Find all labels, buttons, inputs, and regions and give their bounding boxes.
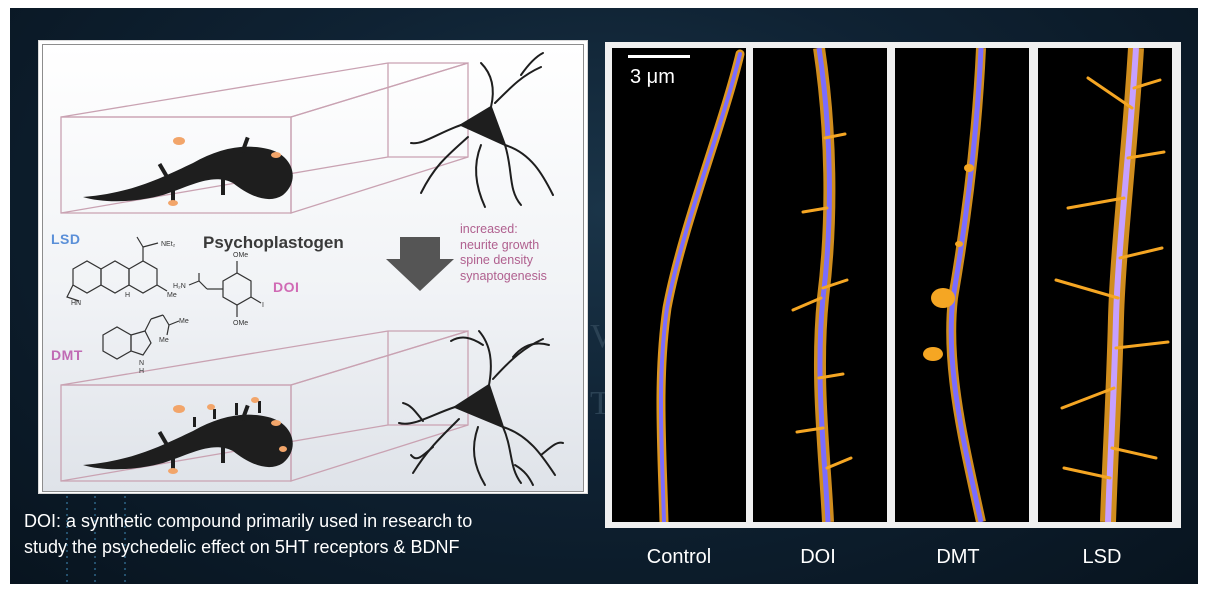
dendrite-image-lsd (1038, 48, 1172, 522)
dendrite-dmt-svg (895, 48, 1029, 522)
dendrite-control-svg (612, 48, 746, 522)
dmt-me-label: Me (159, 337, 169, 344)
dmt-nh-label: N (139, 360, 144, 367)
effects-line: neurite growth (460, 238, 547, 254)
dmt-label: DMT (51, 347, 83, 363)
lsd-nh-label: HN (71, 300, 81, 307)
lsd-group-label: NEt₂ (161, 241, 176, 248)
dmt-me-label: Me (179, 318, 189, 325)
scale-bar (628, 55, 690, 58)
condition-label-doi: DOI (763, 546, 873, 569)
caption-line: study the psychedelic effect on 5HT rece… (24, 534, 472, 560)
doi-amine-label: H₂N (173, 283, 186, 290)
dendrite-image-doi (753, 48, 887, 522)
salamander-icon (83, 137, 293, 206)
dendrite-image-control (612, 48, 746, 522)
neuron-icon (399, 331, 563, 485)
dendrite-lsd-svg (1038, 48, 1172, 522)
lsd-me-label: Me (167, 292, 177, 299)
scale-bar-label: 3 μm (630, 66, 675, 89)
doi-ome-label: OMe (233, 320, 248, 327)
condition-label-lsd: LSD (1047, 546, 1157, 569)
down-arrow-icon (386, 237, 454, 291)
condition-label-dmt: DMT (903, 546, 1013, 569)
effects-list: increased: neurite growth spine density … (460, 222, 547, 284)
dendrite-doi-svg (753, 48, 887, 522)
doi-molecule-icon (189, 261, 261, 317)
caption-line: DOI: a synthetic compound primarily used… (24, 508, 472, 534)
effects-line: synaptogenesis (460, 269, 547, 285)
doi-ome-label: OMe (233, 252, 248, 259)
effects-line: increased: (460, 222, 547, 238)
lsd-molecule-icon (67, 237, 167, 301)
neuron-icon (411, 53, 553, 207)
dmt-h-label: H (139, 368, 144, 375)
doi-iodo-label: I (262, 302, 264, 309)
psychoplastogen-label: Psychoplastogen (203, 233, 344, 253)
salamander-icon (83, 397, 293, 474)
condition-label-control: Control (624, 546, 734, 569)
lsd-label: LSD (51, 231, 81, 247)
effects-line: spine density (460, 253, 547, 269)
dendrite-image-dmt (895, 48, 1029, 522)
slide-caption: DOI: a synthetic compound primarily used… (24, 508, 472, 560)
lsd-h-label: H (125, 292, 130, 299)
doi-label: DOI (273, 279, 299, 295)
